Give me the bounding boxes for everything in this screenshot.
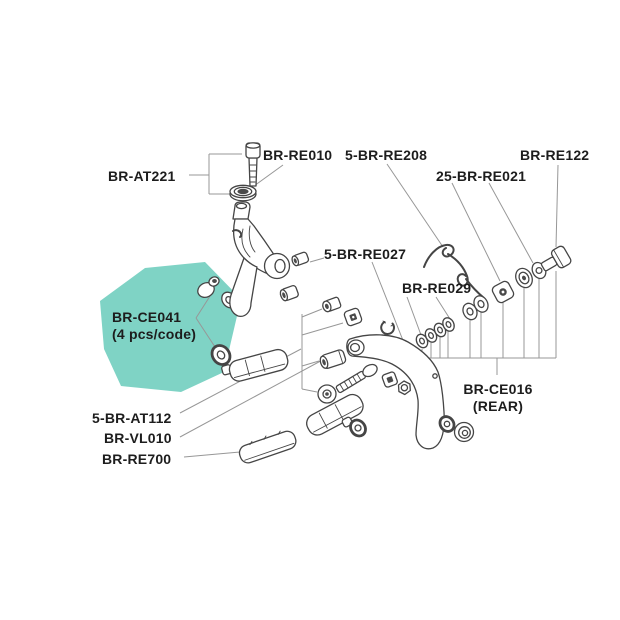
pad-fixing-barrel-drawing <box>319 349 347 369</box>
dome-nut-drawing <box>453 421 475 443</box>
label-br-vl010: BR-VL010 <box>104 430 172 446</box>
pivot-sleeve-a-drawing <box>291 251 310 267</box>
fixing-bolt-head-drawing <box>397 380 411 396</box>
flange-nut-drawing <box>515 267 533 289</box>
label-25-br-re021: 25-BR-RE021 <box>436 168 527 184</box>
pivot-bolt-drawing <box>245 142 261 187</box>
label-br-re700: BR-RE700 <box>102 451 172 467</box>
label-br-ce041-note: (4 pcs/code) <box>112 326 197 342</box>
dust-cover-drawing <box>210 344 232 366</box>
long-bolt-drawing <box>317 363 378 404</box>
label-br-ce016-code: BR-CE016 <box>463 381 533 397</box>
label-5-br-re208: 5-BR-RE208 <box>345 147 428 163</box>
label-5-br-re027: 5-BR-RE027 <box>324 246 407 262</box>
step-bushing-drawing <box>322 296 342 313</box>
adjust-nut-drawing <box>491 280 515 304</box>
label-br-ce041: BR-CE041 (4 pcs/code) <box>112 309 196 343</box>
label-br-ce016-note: (REAR) <box>472 398 524 414</box>
washer-stack-drawing <box>415 245 572 349</box>
rear-arm-drawing <box>346 334 445 450</box>
label-5-br-at112: 5-BR-AT112 <box>92 410 172 426</box>
label-br-ce016: BR-CE016 (REAR) <box>450 381 546 415</box>
label-br-re122: BR-RE122 <box>520 147 590 163</box>
snap-ring-drawing <box>380 320 395 335</box>
label-br-at221: BR-AT221 <box>108 168 176 184</box>
pivot-sleeve-b-drawing <box>279 284 299 302</box>
pad-holder-1-drawing <box>221 348 289 382</box>
square-nut-low-drawing <box>381 371 398 388</box>
label-br-re010: BR-RE010 <box>263 147 333 163</box>
front-arm-drawing <box>229 201 291 317</box>
cable-bolt-drawing <box>540 245 572 272</box>
arm-washer-drawing <box>438 415 456 433</box>
label-br-re029: BR-RE029 <box>402 280 472 296</box>
pivot-bushing-drawing <box>197 276 220 299</box>
pad-shoe-drawing <box>238 430 297 464</box>
square-nut-mid-drawing <box>343 307 363 327</box>
pivot-nut-washer-drawing <box>229 184 257 202</box>
label-br-ce041-code: BR-CE041 <box>112 309 182 325</box>
pad-holder-2-drawing <box>306 393 367 438</box>
